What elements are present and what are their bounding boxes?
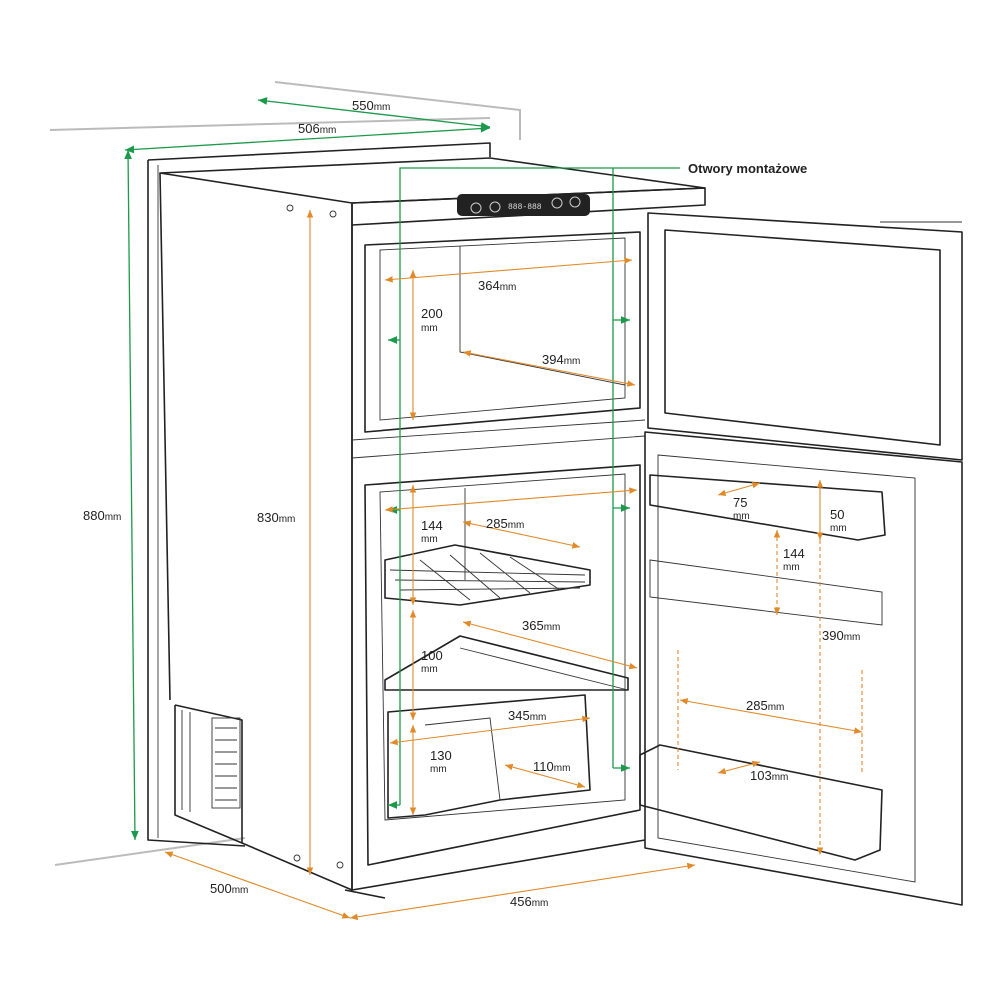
control-panel: 888-888 xyxy=(457,194,590,216)
svg-text:mm: mm xyxy=(830,523,847,534)
svg-text:285mm: 285mm xyxy=(486,516,524,531)
dim-50: 50 xyxy=(830,507,844,522)
mounting-hole-icon xyxy=(293,854,301,862)
door-bin-top xyxy=(649,474,886,541)
fridge-door xyxy=(639,431,963,906)
compressor-grille xyxy=(181,710,241,812)
mounting-hole-icon xyxy=(336,861,344,869)
dim-100: 100 xyxy=(421,648,443,663)
mounting-hole-icon xyxy=(329,210,337,218)
dim-285-shelf: 285 xyxy=(486,516,508,531)
dim-110: 110 xyxy=(533,759,554,774)
svg-text:365mm: 365mm xyxy=(522,618,560,633)
mounting-holes-label: Otwory montażowe xyxy=(688,161,807,176)
svg-text:506mm: 506mm xyxy=(298,121,336,136)
svg-text:456mm: 456mm xyxy=(510,894,548,909)
dim-394: 394 xyxy=(542,352,564,367)
svg-text:345mm: 345mm xyxy=(508,708,546,723)
svg-text:110mm: 110mm xyxy=(533,759,570,774)
wire-shelf xyxy=(384,544,591,606)
svg-text:mm: mm xyxy=(783,562,800,573)
dimension-labels: 550mm 506mm 880mm 830mm 500mm 456mm 364m… xyxy=(83,98,860,909)
svg-text:390mm: 390mm xyxy=(822,628,860,643)
dim-880: 880 xyxy=(83,508,105,523)
mounting-hole-icon xyxy=(286,204,294,212)
dim-285-door: 285 xyxy=(746,698,768,713)
dim-390: 390 xyxy=(822,628,844,643)
dim-345: 345 xyxy=(508,708,530,723)
svg-text:500mm: 500mm xyxy=(210,881,248,896)
dim-830: 830 xyxy=(257,510,279,525)
dim-456: 456 xyxy=(510,894,532,909)
svg-text:mm: mm xyxy=(421,534,438,545)
svg-text:830mm: 830mm xyxy=(257,510,295,525)
svg-text:mm: mm xyxy=(733,511,750,522)
svg-text:880mm: 880mm xyxy=(83,508,121,523)
dim-364: 364 xyxy=(478,278,500,293)
dim-550: 550 xyxy=(352,98,374,113)
dimension-lines xyxy=(164,210,863,921)
dim-506: 506 xyxy=(298,121,320,136)
dim-500: 500 xyxy=(210,881,232,896)
door-bin-middle xyxy=(649,559,883,626)
svg-text:mm: mm xyxy=(421,664,438,675)
mode-button-icon[interactable] xyxy=(551,197,563,209)
plus-button-icon[interactable] xyxy=(470,202,482,214)
svg-text:mm: mm xyxy=(421,323,438,334)
dim-144-shelf: 144 xyxy=(421,518,443,533)
svg-text:394mm: 394mm xyxy=(542,352,580,367)
svg-text:550mm: 550mm xyxy=(352,98,390,113)
temperature-display: 888-888 xyxy=(508,203,542,212)
dim-365: 365 xyxy=(522,618,544,633)
minus-button-icon[interactable] xyxy=(489,201,501,213)
power-button-icon[interactable] xyxy=(569,196,581,208)
svg-text:103mm: 103mm xyxy=(750,768,788,783)
svg-text:mm: mm xyxy=(430,764,447,775)
dim-130: 130 xyxy=(430,748,452,763)
svg-text:285mm: 285mm xyxy=(746,698,784,713)
dim-103: 103 xyxy=(750,768,772,783)
dim-144-door: 144 xyxy=(783,546,805,561)
dim-200: 200 xyxy=(421,306,443,321)
freezer-door xyxy=(647,212,963,461)
cabinet-frame xyxy=(147,142,491,847)
dim-75: 75 xyxy=(733,495,747,510)
svg-text:364mm: 364mm xyxy=(478,278,516,293)
freezer-compartment xyxy=(364,231,641,433)
door-bin-bottom xyxy=(639,744,883,861)
